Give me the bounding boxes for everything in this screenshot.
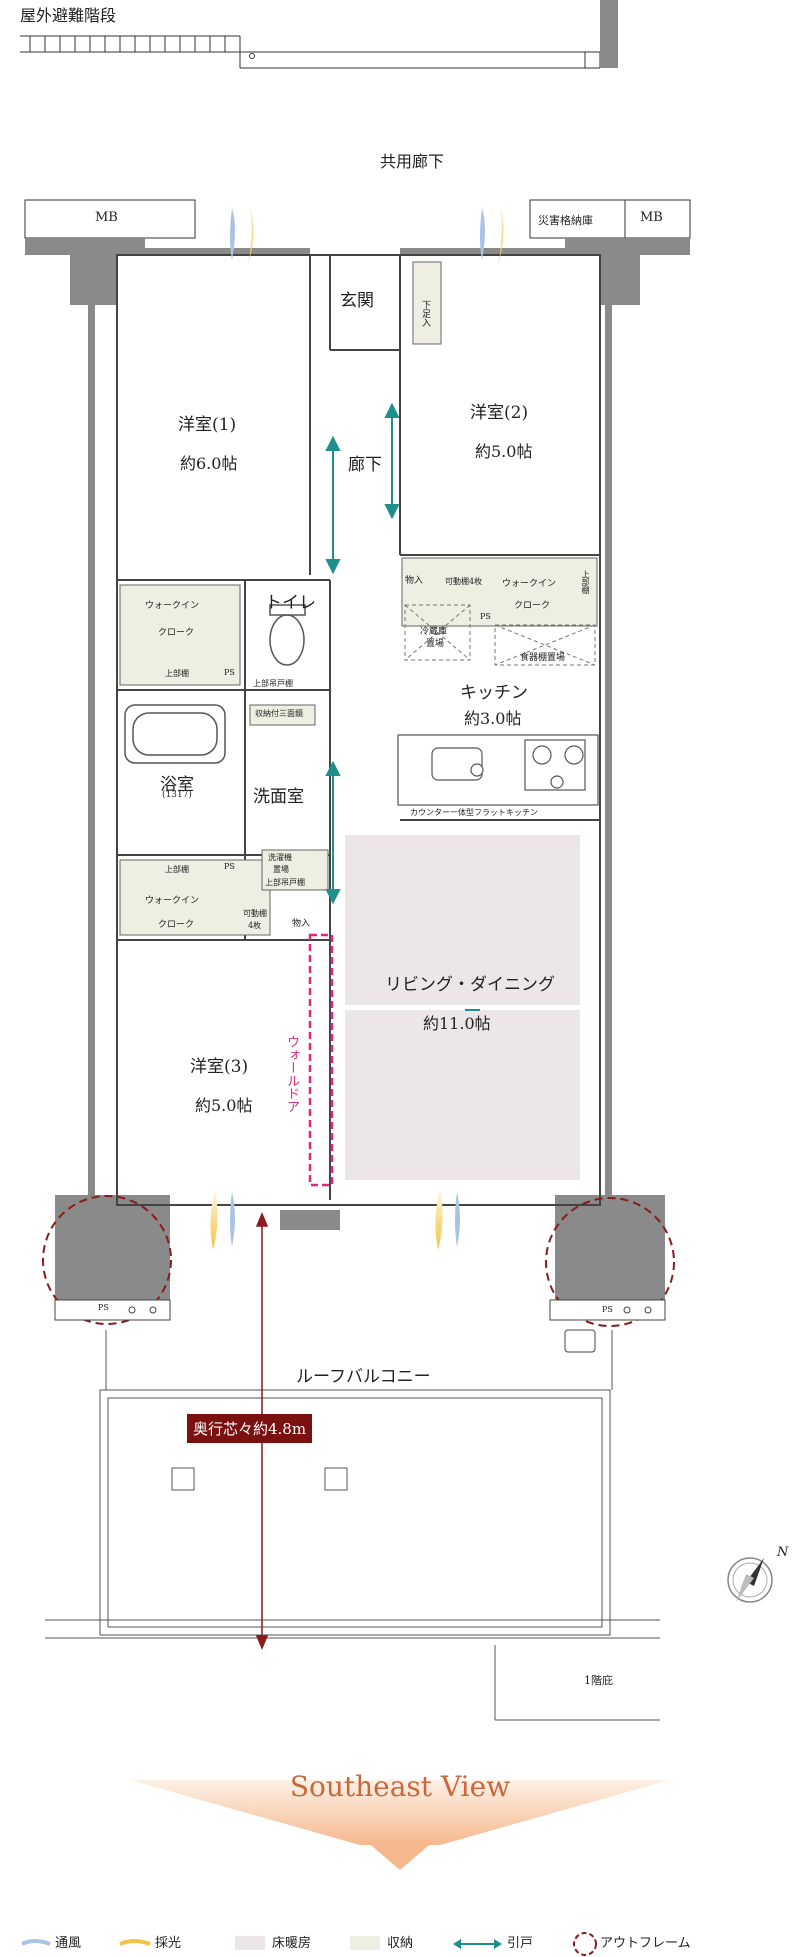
shoe-storage-label: 下足入 — [420, 300, 430, 327]
room1-name: 洋室(1) — [178, 415, 237, 435]
ps2-label: PS — [224, 862, 235, 871]
stairs-label: 屋外避難階段 — [20, 6, 117, 25]
legend-wind: 通風 — [55, 1936, 82, 1951]
storage-areas — [119, 261, 598, 936]
room2-name: 洋室(2) — [470, 403, 529, 423]
closet3-label: 物入 — [292, 919, 311, 929]
wall-door — [308, 933, 334, 1187]
interior-walls — [116, 254, 601, 1206]
outframe-circles — [42, 1195, 675, 1327]
fridge2-label: 置場 — [426, 639, 445, 649]
kitchen-counter-label: カウンター一体型フラットキッチン — [410, 808, 538, 817]
depth-badge: 奥行芯々約4.8m — [187, 1414, 313, 1443]
ps-left-label: PS — [98, 1303, 109, 1312]
dish-shelf-label: 食器棚置場 — [520, 653, 566, 663]
closet-k-label: 物入 — [405, 576, 424, 586]
room2-area: 約5.0帖 — [475, 442, 533, 461]
living-name: リビング・ダイニング — [385, 975, 555, 995]
room1-area: 約6.0帖 — [180, 454, 238, 473]
bathtub — [124, 704, 226, 764]
corridor-label: 共用廊下 — [380, 152, 445, 171]
floor-heating — [345, 835, 580, 1180]
disaster-storage: 災害格納庫 — [538, 214, 593, 227]
hallway-label: 廊下 — [348, 455, 382, 475]
fridge-area — [404, 604, 596, 666]
ps-boxes — [54, 1299, 666, 1353]
entrance-label: 玄関 — [340, 291, 374, 311]
view-label: Southeast View — [289, 1770, 511, 1803]
wic3b-label: クローク — [158, 920, 195, 930]
ps-right-label: PS — [602, 1305, 613, 1314]
compass-icon — [727, 1557, 773, 1603]
bath-name: 浴室 — [160, 775, 194, 795]
room3-area: 約5.0帖 — [195, 1096, 253, 1115]
toilet-label: トイレ — [265, 593, 316, 613]
washroom-label: 洗面室 — [253, 787, 304, 807]
legend-sliding: 引戸 — [507, 1936, 534, 1951]
first-floor-eave: 1階庇 — [584, 1674, 613, 1687]
wic2-label: ウォークイン — [502, 579, 557, 589]
toilet-shelf-label: 上部吊戸棚 — [253, 679, 293, 688]
movable-shelf3-label: 可動棚 — [243, 909, 267, 918]
room3-name: 洋室(3) — [190, 1057, 249, 1077]
legend-floor-heating: 床暖房 — [272, 1936, 312, 1951]
exterior-walls — [25, 238, 690, 1305]
washer-label: 洗濯機 — [268, 853, 292, 862]
light-wind-symbols — [210, 205, 504, 1250]
bath-size: (1317) — [162, 790, 192, 800]
kitchen-area: 約3.0帖 — [464, 709, 522, 728]
sliding-door-arrows — [325, 402, 480, 1011]
legend-storage: 収納 — [387, 1936, 414, 1951]
wic1b-label: クローク — [158, 628, 195, 638]
vanity-label: 収納付三面鏡 — [255, 709, 303, 718]
living-area: 約11.0帖 — [423, 1014, 491, 1033]
outdoor-stairs — [20, 35, 601, 69]
kitchen-name: キッチン — [460, 683, 528, 703]
upper-shelf2-label: 上部棚 — [165, 865, 189, 874]
wic2b-label: クローク — [514, 601, 551, 611]
wic3-label: ウォークイン — [145, 896, 200, 906]
legend-swatches — [21, 1932, 597, 1956]
washer-shelf-label: 上部吊戸棚 — [265, 878, 305, 887]
upper-shelf1-label: 上部棚 — [165, 669, 189, 678]
legend-outframe: アウトフレーム — [600, 1936, 691, 1951]
roof-balcony — [45, 1330, 660, 1721]
toilet-fixture — [269, 604, 306, 666]
ps1-label: PS — [224, 668, 235, 677]
ps-k-label: PS — [480, 612, 491, 621]
movable-shelf3b-label: 4枚 — [248, 921, 262, 930]
washer2-label: 置場 — [273, 865, 289, 874]
mb-left: MB — [95, 210, 118, 225]
roof-balcony-label: ルーフバルコニー — [296, 1367, 431, 1387]
upper-shelf-k-label: 上部棚 — [581, 570, 590, 594]
kitchen-counter — [397, 734, 599, 806]
wic1-label: ウォークイン — [145, 601, 200, 611]
legend-light: 採光 — [155, 1936, 182, 1951]
view-fan — [130, 1780, 670, 1845]
fridge-label: 冷蔵庫 — [420, 627, 448, 637]
mb-right: MB — [640, 210, 663, 225]
wall-door-label: ウォールドア — [284, 1035, 299, 1113]
north-label: N — [777, 1545, 789, 1560]
mb-boxes — [24, 199, 691, 239]
movable-shelf2-label: 可動棚4枚 — [445, 577, 483, 586]
